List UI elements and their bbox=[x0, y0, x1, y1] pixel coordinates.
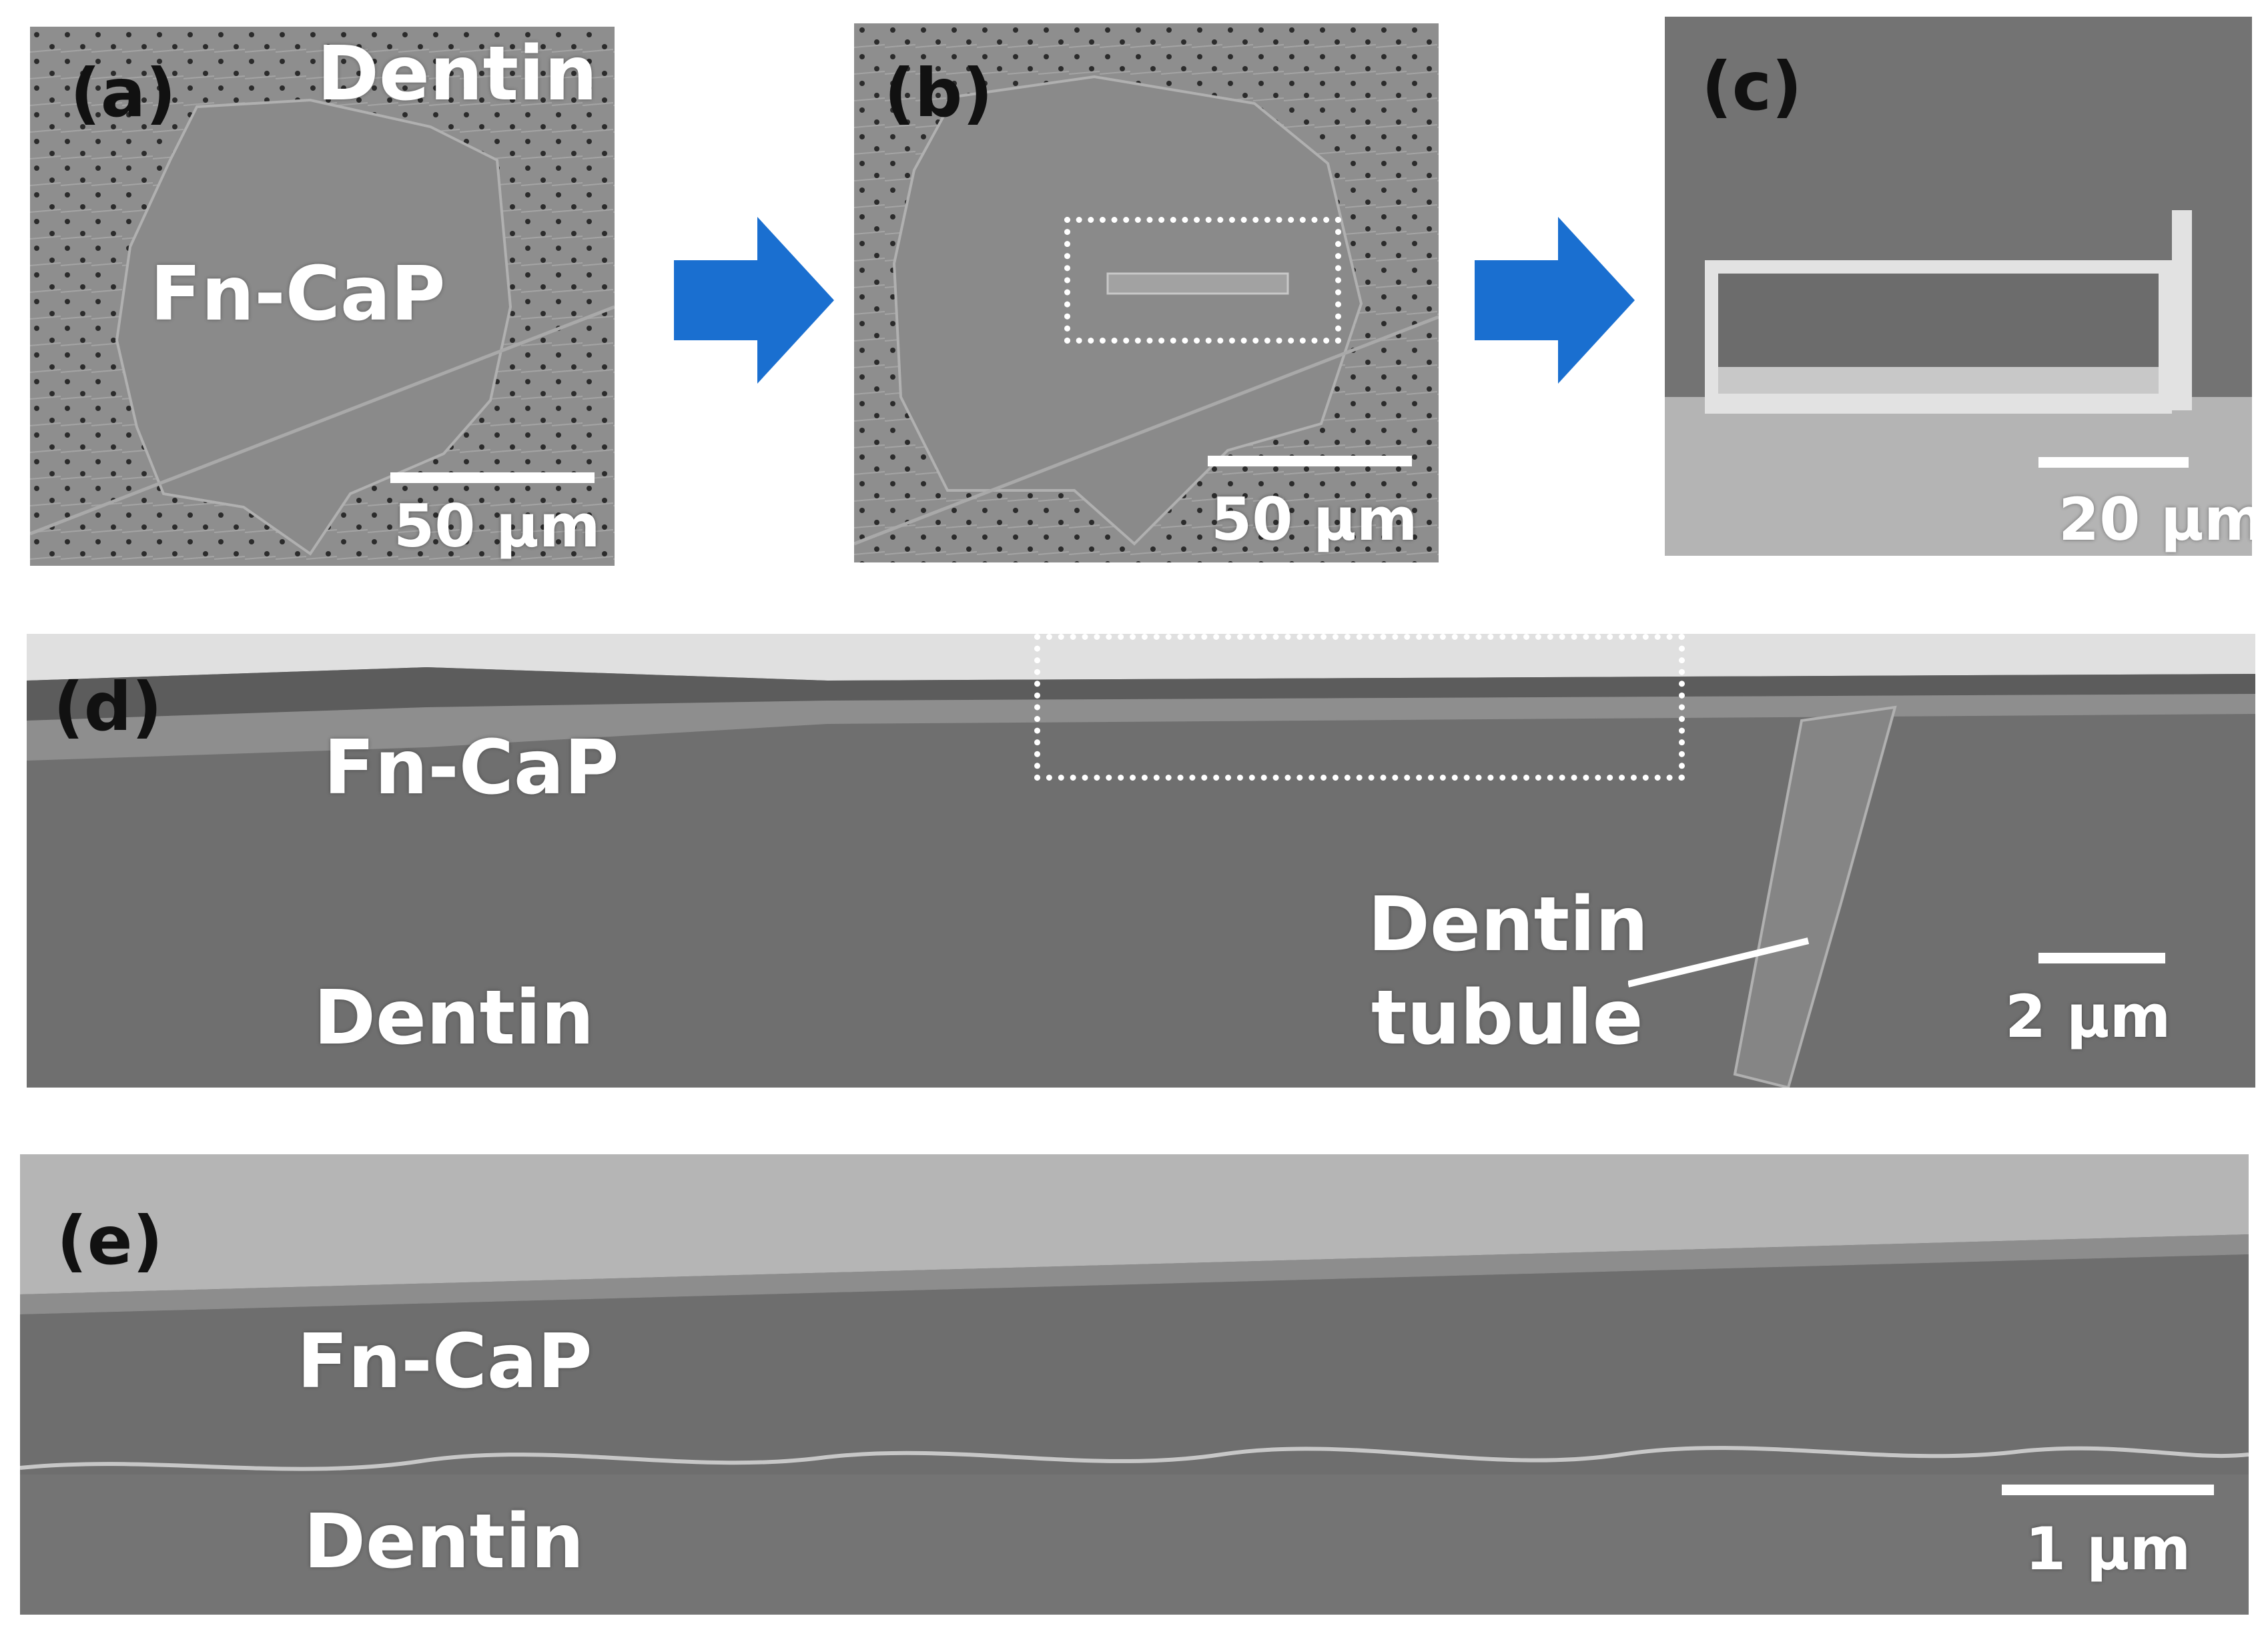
scale-text-a: 50 µm bbox=[394, 492, 601, 560]
panel-c: (c) 20 µm bbox=[1665, 17, 2252, 556]
sem-image-d bbox=[27, 634, 2255, 1088]
arrow-right-icon bbox=[674, 217, 834, 384]
scale-bar-a bbox=[390, 472, 595, 483]
panel-e: (e) Fn-CaP Dentin 1 µm bbox=[20, 1154, 2249, 1615]
scale-bar-b bbox=[1208, 456, 1412, 466]
panel-label-e: (e) bbox=[57, 1202, 163, 1280]
panel-label-c: (c) bbox=[1702, 47, 1802, 125]
scale-bar-e bbox=[2002, 1485, 2214, 1495]
scale-text-b: 50 µm bbox=[1211, 485, 1418, 554]
selection-box-d bbox=[1034, 634, 1685, 781]
panel-b: (b) 50 µm bbox=[854, 23, 1439, 562]
arrow-right-icon bbox=[1475, 217, 1635, 384]
scale-bar-d bbox=[2038, 953, 2165, 963]
dentin-label-e: Dentin bbox=[304, 1499, 585, 1585]
fn-cap-label-d: Fn-CaP bbox=[324, 725, 619, 811]
panel-label-a: (a) bbox=[70, 54, 176, 132]
dentin-tubule-label-line1: Dentin bbox=[1368, 881, 1649, 968]
panel-label-d: (d) bbox=[53, 668, 162, 746]
scale-text-e: 1 µm bbox=[2025, 1515, 2191, 1583]
dentin-tubule-label-line2: tubule bbox=[1371, 975, 1643, 1062]
scale-bar-c bbox=[2038, 457, 2189, 468]
sem-image-a bbox=[30, 27, 615, 566]
panel-label-b: (b) bbox=[884, 54, 993, 132]
dentin-label-d: Dentin bbox=[314, 975, 595, 1062]
selection-box-b bbox=[1064, 217, 1341, 344]
sem-image-b bbox=[854, 23, 1439, 562]
sem-image-e bbox=[20, 1154, 2249, 1615]
panel-a: (a) Dentin Fn-CaP 50 µm bbox=[30, 27, 615, 566]
dentin-label-a: Dentin bbox=[317, 31, 598, 117]
scale-text-c: 20 µm bbox=[2058, 485, 2252, 554]
scale-text-d: 2 µm bbox=[2005, 982, 2171, 1051]
panel-d: (d) Fn-CaP Dentin Dentin tubule 2 µm bbox=[27, 634, 2255, 1088]
fn-cap-label-e: Fn-CaP bbox=[297, 1318, 593, 1405]
tubule-pointer-line bbox=[1628, 937, 1810, 987]
fn-cap-label-a: Fn-CaP bbox=[150, 251, 446, 338]
